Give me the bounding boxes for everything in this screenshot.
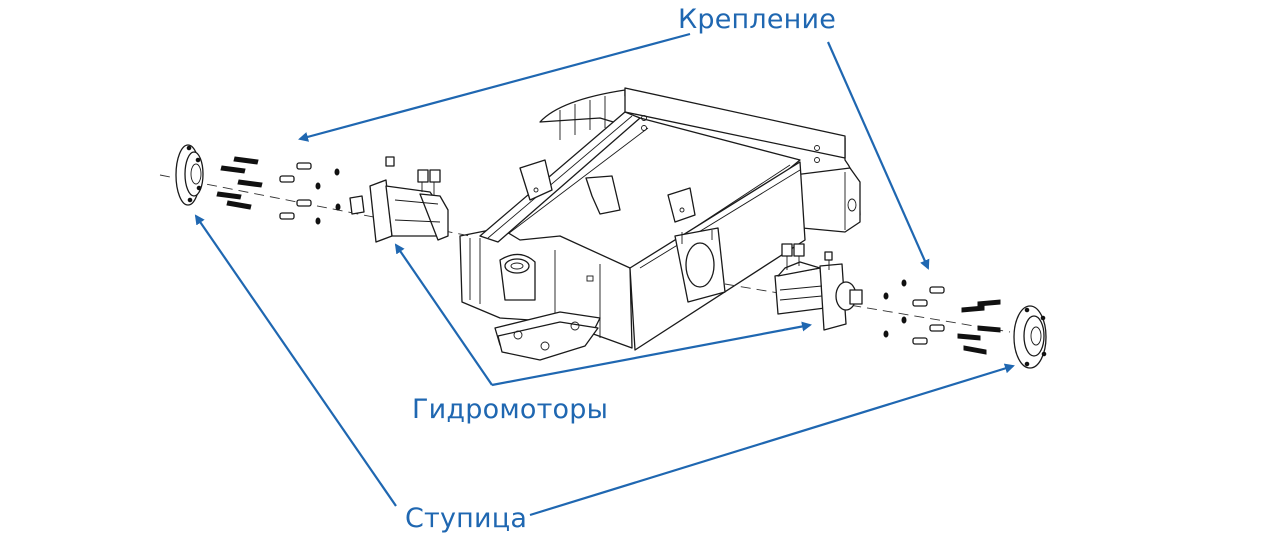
frame <box>459 87 861 361</box>
label-mount: Крепление <box>678 4 837 35</box>
arrow-motors-left <box>394 243 493 386</box>
label-hub: Ступица <box>405 503 528 534</box>
arrow-motors-right <box>491 321 812 387</box>
hydraulic-motor-left <box>349 179 449 243</box>
hub-right <box>1013 305 1047 369</box>
arrow-hub-right <box>529 363 1015 517</box>
label-hydraulic-motors: Гидромоторы <box>412 394 609 425</box>
fasteners-right <box>883 279 1001 355</box>
arrow-mount-right <box>826 41 930 270</box>
fasteners-left <box>216 156 441 225</box>
arrow-mount-left <box>298 32 691 142</box>
callout-hub <box>194 214 1015 517</box>
hydraulic-motor-right <box>774 243 863 331</box>
hub-left <box>175 144 204 206</box>
callout-mount <box>298 32 930 270</box>
arrow-hub-left <box>194 214 397 507</box>
callout-motors <box>394 243 812 387</box>
